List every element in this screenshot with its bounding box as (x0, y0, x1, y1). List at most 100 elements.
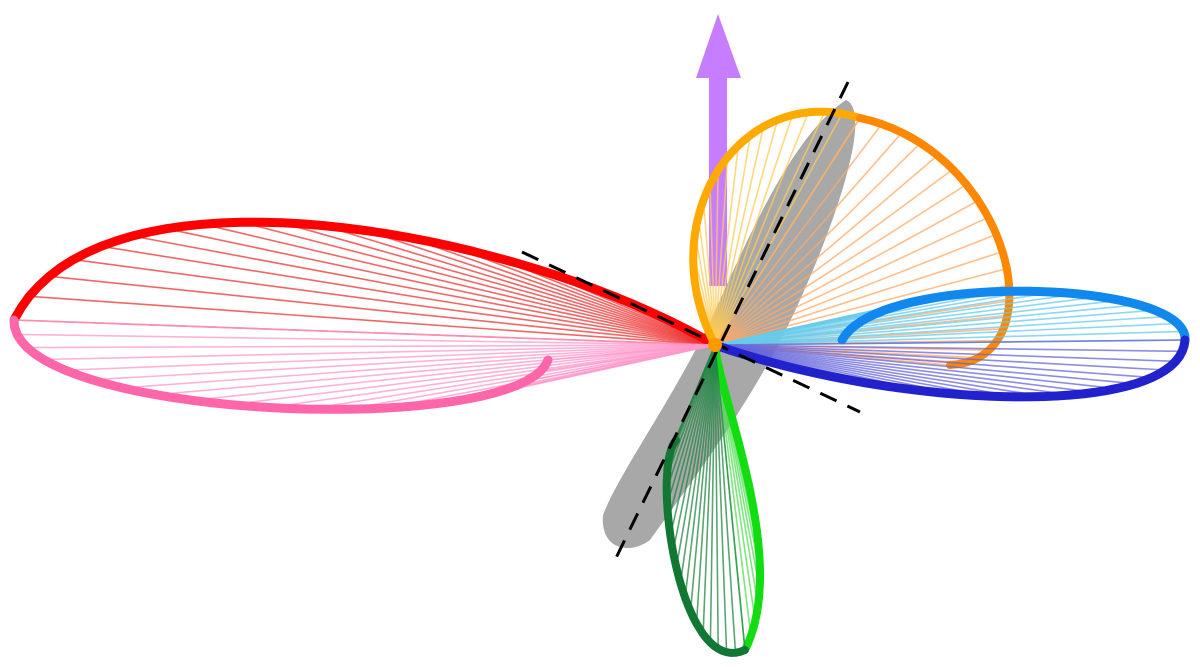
red-pink-lobe-rim-1 (9, 217, 720, 350)
red-pink-lobe-spoke (540, 344, 716, 373)
vertical-axis-arrow-head (696, 14, 741, 78)
orange-yellow-lobe-spoke (714, 183, 967, 346)
green-lobe-spoke (666, 344, 716, 505)
red-pink-lobe-spoke (365, 229, 716, 346)
red-pink-lobe-spoke (73, 258, 716, 346)
red-pink-lobe-spoke (192, 344, 716, 402)
green-lobe-spoke (714, 344, 752, 637)
red-pink-lobe-spoke (241, 221, 716, 346)
orange-yellow-lobe-spoke (697, 216, 716, 346)
origin-dot (708, 338, 722, 352)
red-pink-lobe-spoke (65, 344, 716, 371)
red-pink-lobe-rim-2 (9, 315, 553, 414)
orange-yellow-lobe-spoke (702, 200, 716, 346)
green-lobe-spoke (714, 344, 728, 653)
blue-cyan-lobe-spoke (714, 304, 1139, 346)
blue-cyan-lobe-rim-1 (837, 286, 1190, 345)
green-lobe-spoke (702, 344, 716, 635)
dash-layer (521, 81, 861, 561)
green-lobe-spoke (669, 344, 716, 536)
red-pink-lobe (9, 217, 720, 414)
green-lobe-spoke (695, 344, 716, 624)
orange-yellow-lobe-spoke (714, 154, 939, 346)
red-pink-lobe-spoke (91, 344, 716, 381)
orange-yellow-lobe-spoke (714, 123, 883, 346)
red-pink-lobe-spoke (166, 227, 716, 346)
orange-yellow-lobe-rim-2 (856, 114, 1014, 369)
red-pink-lobe-spoke (17, 333, 716, 346)
horizontal-dashed-line (521, 250, 861, 414)
green-lobe-spoke (709, 344, 716, 643)
orange-yellow-lobe-spoke (714, 199, 979, 346)
red-pink-lobe-spoke (122, 344, 716, 389)
red-pink-lobe-spoke (132, 235, 716, 346)
red-pink-lobe-spoke (27, 344, 716, 349)
blue-cyan-lobe-spoke (714, 339, 1186, 346)
orange-yellow-lobe-spoke (714, 250, 1003, 346)
green-lobe (662, 341, 764, 657)
blue-cyan-lobe (710, 286, 1190, 402)
orange-yellow-lobe-spoke (694, 233, 716, 346)
blue-cyan-lobe-spoke (714, 295, 1100, 346)
orange-yellow-lobe-spoke (714, 157, 729, 346)
red-pink-lobe-spoke (29, 295, 716, 346)
orange-yellow-lobe-spoke (714, 170, 719, 346)
green-lobe-spoke (714, 344, 719, 649)
green-lobe-rim-2 (662, 436, 749, 657)
orange-yellow-lobe-spoke (714, 114, 794, 346)
lobe-layer (9, 107, 1190, 657)
blue-cyan-lobe-spoke (714, 344, 1176, 363)
green-lobe-spoke (714, 344, 737, 653)
orange-yellow-lobe-spoke (714, 132, 903, 346)
orange-yellow-lobe-spoke (714, 126, 765, 346)
red-pink-lobe-spoke (230, 344, 716, 406)
blue-cyan-lobe-spoke (714, 309, 1155, 346)
green-lobe-spoke (684, 344, 716, 598)
orange-yellow-lobe-spoke (714, 233, 997, 346)
blue-cyan-lobe-spoke (714, 344, 1117, 390)
red-pink-lobe-spoke (451, 245, 716, 346)
red-pink-lobe-spoke (13, 319, 716, 346)
orange-yellow-lobe-spoke (714, 267, 1008, 346)
blue-cyan-lobe-spoke (714, 344, 1183, 353)
orange-yellow-lobe-spoke (714, 112, 810, 346)
red-pink-lobe-spoke (547, 344, 716, 361)
red-pink-lobe-spoke (101, 245, 716, 346)
orange-yellow-lobe-spoke (714, 142, 922, 346)
blue-cyan-lobe-spoke (714, 299, 1121, 346)
red-pink-lobe-spoke (323, 224, 716, 346)
red-pink-lobe-spoke (49, 275, 716, 346)
blue-cyan-lobe-spoke (714, 330, 1184, 346)
blue-cyan-lobe-spoke (714, 344, 1046, 398)
blue-cyan-lobe-spoke (714, 315, 1169, 346)
blue-cyan-lobe-spoke (714, 344, 1071, 396)
orange-yellow-lobe-spoke (709, 184, 716, 346)
orange-yellow-lobe-spoke (714, 168, 954, 346)
red-pink-lobe-spoke (43, 344, 716, 361)
blue-cyan-lobe-spoke (714, 344, 1136, 385)
orange-yellow-lobe-spoke (714, 216, 989, 346)
red-pink-lobe-spoke (525, 344, 716, 382)
red-pink-lobe-spoke (408, 236, 716, 346)
orange-yellow-lobe-spoke (714, 145, 740, 346)
red-pink-lobe-spoke (202, 223, 716, 346)
orange-yellow-lobe-spoke (714, 135, 752, 346)
blue-cyan-lobe-rim-2 (710, 335, 1190, 402)
blue-cyan-lobe-spoke (714, 291, 1055, 346)
green-lobe-spoke (675, 344, 716, 568)
green-lobe-spoke (672, 344, 716, 552)
green-lobe-rim-1 (711, 341, 764, 654)
green-lobe-spoke (679, 344, 716, 584)
blue-cyan-lobe-spoke (714, 344, 1095, 394)
blue-cyan-lobe-spoke (714, 344, 1166, 371)
green-lobe-spoke (667, 344, 716, 520)
orange-yellow-lobe-rim-1 (689, 107, 864, 349)
green-lobe-spoke (714, 344, 746, 651)
orange-yellow-lobe-spoke (714, 119, 779, 346)
orange-yellow-lobe-spoke (714, 111, 826, 346)
orange-yellow-lobe-spoke (714, 113, 843, 346)
red-pink-lobe-spoke (281, 222, 716, 346)
blue-cyan-lobe-spoke (714, 322, 1178, 346)
